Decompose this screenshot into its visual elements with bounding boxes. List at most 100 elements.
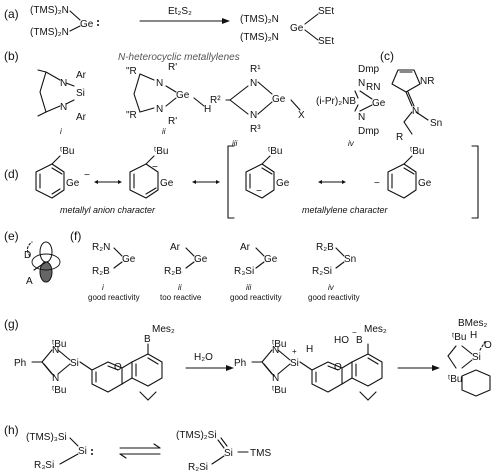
b-iv-dmp-bottom: Dmp: [358, 126, 380, 137]
h-bond-top: [69, 437, 79, 447]
f-iii-center: Ge: [264, 254, 278, 265]
a-product-bond-set-bottom: [304, 29, 319, 41]
h-r3si: R₃Si: [34, 460, 54, 471]
b-iv-n-top: N: [358, 78, 365, 89]
panel-label-f: (f): [70, 229, 81, 243]
b-iii-ge: Ge: [272, 94, 286, 105]
g-m1-o: O: [114, 362, 122, 373]
d-ring-4-tbu: ᵗBu: [410, 146, 424, 157]
f-ii-bond-top: [185, 247, 195, 257]
d-arrowhead-1l: [94, 180, 98, 184]
h-r2si: R₂Si: [188, 462, 208, 472]
b-i-si: Si: [76, 88, 85, 99]
g-m2-tbu-bottom: ᵗBu: [272, 385, 286, 396]
b-i-ar-bottom: Ar: [76, 112, 87, 123]
d-ring-4-minus: −: [374, 178, 380, 189]
a-product-ge: Ge: [290, 23, 304, 34]
h-bond-db-1: [217, 439, 225, 449]
d-ring-2-minus: −: [152, 162, 158, 173]
panel-label-d: (d): [4, 167, 19, 181]
f-i-caption: good reactivity: [88, 293, 140, 302]
g-m2-o: O: [334, 362, 342, 373]
f-i-bond-bottom: [113, 261, 123, 269]
d-caption-anion: metallyl anion character: [60, 205, 156, 215]
b-iv-ipr2n: (i-Pr)₂NB: [316, 96, 356, 107]
d-ring-4-ge: Ge: [418, 178, 432, 189]
b-iii-r3: R³: [250, 124, 261, 135]
h-tms: TMS: [250, 448, 271, 459]
h-si-product: Si: [224, 448, 233, 459]
g-m1-b: B: [144, 334, 151, 345]
f-iv-center: Sn: [344, 254, 356, 265]
b-i-structure: [37, 69, 75, 117]
f-iv-bond-bottom: [335, 261, 345, 269]
f-iii-bond-bottom: [255, 261, 265, 269]
panel-label-g: (g): [4, 317, 19, 331]
a-reactant-tms-n-top: (TMS)₂N: [30, 5, 69, 16]
g-m3-tbu-bottom: ᵗBu: [448, 374, 462, 385]
d-ring-1-tbu: ᵗBu: [60, 146, 74, 157]
d-ring-4: [387, 155, 417, 199]
h-equilibrium-top-head: [153, 443, 161, 449]
b-caption-iv: iv: [348, 139, 355, 148]
b-iii-x: X: [298, 110, 305, 121]
h-bond-r2si: [211, 455, 225, 465]
panel-label-b: (b): [4, 49, 19, 63]
b-i-n-top: N: [60, 78, 67, 89]
a-reactant-tms-n-bottom: (TMS)₂N: [30, 27, 69, 38]
b-iii-r2: R²: [210, 95, 221, 106]
d-bracket-left: [227, 145, 235, 219]
a-lone-pair-dot-2: [97, 24, 99, 26]
f-ii-center: Ge: [194, 254, 208, 265]
e-d-label: D: [24, 250, 31, 261]
f-iv-caption: good reactivity: [308, 293, 360, 302]
f-ii-caption: too reactive: [160, 293, 202, 302]
d-arrowhead-3r: [342, 180, 346, 184]
h-bond-bottom: [59, 453, 79, 465]
panel-label-a: (a): [4, 7, 19, 21]
a-reagent: Et₂S₂: [168, 6, 192, 17]
f-iii-num: iii: [246, 283, 252, 292]
f-ii-top: Ar: [170, 242, 181, 253]
d-arrowhead-3l: [318, 180, 322, 184]
a-product-tms-n-bottom: (TMS)₂N: [240, 32, 279, 43]
d-caption-metallylene: metallylene character: [302, 205, 389, 215]
d-ring-1-minus: −: [84, 170, 90, 181]
g-m1-mes2: Mes₂: [152, 324, 175, 335]
d-ring-3: [245, 155, 275, 199]
f-iii-caption: good reactivity: [230, 293, 282, 302]
g-m2-n-top: N: [272, 345, 279, 356]
b-title: N-heterocyclic metallylenes: [118, 52, 240, 63]
b-ii-r-prime-bottom: R': [168, 116, 177, 127]
g-m2-n-bottom: N: [272, 373, 279, 384]
a-reactant-ge: Ge: [80, 19, 94, 30]
c-r: R: [396, 132, 403, 143]
b-ii-h: H: [204, 104, 211, 115]
g-m2-tbu-top: ᵗBu: [272, 339, 286, 350]
g-m3-h: H: [470, 330, 477, 341]
f-i-bond-top: [113, 247, 123, 257]
c-structure: [391, 69, 429, 135]
b-i-ar-top: Ar: [76, 70, 87, 81]
g-m3-bmes2: BMes₂: [458, 318, 488, 329]
h-tms2si: (TMS)₂Si: [176, 430, 217, 441]
h-bond-db-2: [220, 437, 228, 447]
b-ii-r-prime-top: R': [168, 62, 177, 73]
d-ring-1-ge: Ge: [66, 178, 80, 189]
d-ring-3-minus: −: [256, 186, 262, 197]
f-i-top: R₂N: [92, 242, 110, 253]
d-ring-2: [129, 155, 159, 199]
h-si: Si: [78, 446, 87, 457]
g-molecule-2: [251, 343, 383, 401]
a-product-tms-n-top: (TMS)₂N: [240, 14, 279, 25]
b-iv-dmp-top: Dmp: [358, 64, 380, 75]
e-a-label: A: [26, 276, 33, 287]
a-product-bond-set-top: [304, 13, 319, 25]
b-caption-i: i: [60, 127, 62, 136]
g-m2-h: H: [306, 344, 313, 355]
g-m2-plus: +: [292, 347, 297, 356]
b-iv-structure: [354, 90, 373, 112]
a-reactant-bond-top: [69, 10, 81, 21]
b-i-n-bottom: N: [60, 102, 67, 113]
